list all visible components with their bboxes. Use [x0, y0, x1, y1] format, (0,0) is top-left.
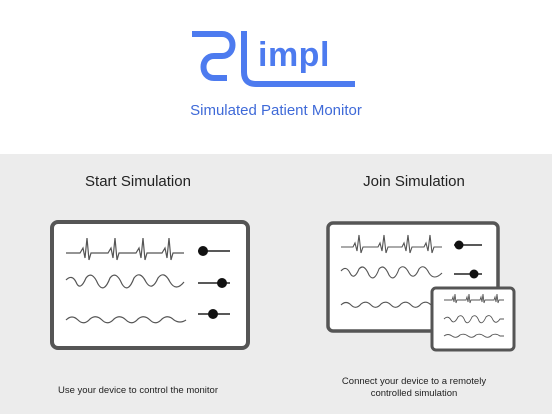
- join-simulation-title: Join Simulation: [363, 173, 465, 190]
- header: impl Simulated Patient Monitor: [0, 0, 552, 154]
- start-simulation-description: Use your device to control the monitor: [58, 385, 218, 396]
- phone-monitor-icon: [430, 286, 516, 352]
- start-simulation-title: Start Simulation: [85, 173, 191, 190]
- tablet-monitor-icon: [50, 220, 250, 350]
- join-simulation-description-line2: controlled simulation: [370, 388, 458, 399]
- start-simulation-option[interactable]: Start Simulation Use your device to cont…: [0, 154, 276, 414]
- logo-text: impl: [258, 36, 330, 74]
- join-simulation-option[interactable]: Join Simulation Connect your device to a…: [276, 154, 552, 414]
- app-subtitle: Simulated Patient Monitor: [190, 102, 362, 119]
- join-simulation-description: Connect your device to a remotely contro…: [276, 376, 552, 400]
- join-simulation-description-line1: Connect your device to a remotely: [341, 376, 487, 387]
- simpl-logo-icon: [192, 31, 355, 87]
